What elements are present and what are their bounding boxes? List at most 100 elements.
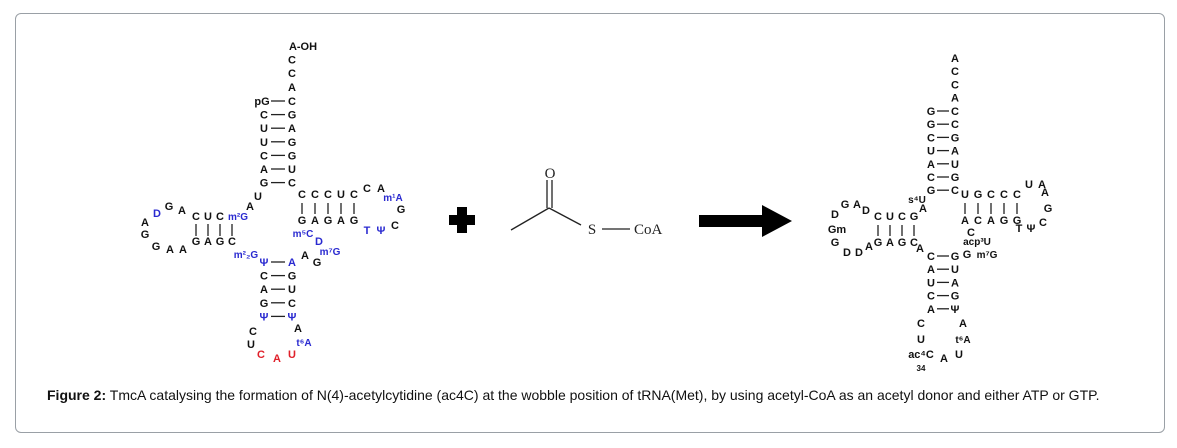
nucleotide-label: U [247, 339, 255, 351]
caption-text: TmcA catalysing the formation of N(4)-ac… [106, 387, 1100, 403]
plus-icon [449, 207, 475, 233]
nucleotide-label: C [951, 185, 959, 197]
nucleotide-label: U [886, 211, 894, 223]
nucleotide-label: G [1044, 203, 1053, 215]
nucleotide-label: G [1000, 215, 1009, 227]
nucleotide-label: Ψ [288, 311, 297, 323]
nucleotide-label: C [974, 215, 982, 227]
nucleotide-label: C [951, 106, 959, 118]
nucleotide-label: A [337, 215, 345, 227]
anticodon-base-label: A [273, 353, 281, 365]
nucleotide-label: A [940, 353, 948, 365]
nucleotide-label: C [260, 271, 268, 283]
nucleotide-label: C [324, 189, 332, 201]
nucleotide-label: C [228, 236, 236, 248]
nucleotide-label: U [927, 146, 935, 158]
nucleotide-label: U [917, 334, 925, 346]
nucleotide-label: U [955, 349, 963, 361]
nucleotide-label: A [853, 199, 861, 211]
nucleotide-label: Ψ [260, 257, 269, 269]
nucleotide-label: A [886, 237, 894, 249]
nucleotide-label: G [974, 189, 983, 201]
terminus-label: A-OH [289, 41, 317, 53]
nucleotide-label: A [260, 164, 268, 176]
nucleotide-label: U [927, 277, 935, 289]
nucleotide-label: A [294, 323, 302, 335]
nucleotide-label: C [363, 183, 371, 195]
nucleotide-label: A [959, 318, 967, 330]
nucleotide-label: A [179, 244, 187, 256]
nucleotide-label: C [192, 211, 200, 223]
reaction-arrow-icon [699, 205, 792, 237]
nucleotide-label: G [313, 257, 322, 269]
modified-nucleotide-label: m⁷G [977, 250, 998, 261]
oxygen-label: O [545, 166, 556, 182]
nucleotide-label: C [288, 68, 296, 80]
nucleotide-label: C [898, 211, 906, 223]
nucleotide-label: U [951, 159, 959, 171]
nucleotide-label: G [152, 241, 161, 253]
modified-nucleotide-label: m⁵C [293, 229, 314, 240]
nucleotide-label: G [874, 237, 883, 249]
nucleotide-label: A [1038, 179, 1046, 191]
nucleotide-label: C [298, 189, 306, 201]
nucleotide-label: C [288, 298, 296, 310]
nucleotide-label: Ψ [260, 311, 269, 323]
nucleotide-label: G [260, 178, 269, 190]
nucleotide-label: G [165, 201, 174, 213]
nucleotide-label: A [927, 304, 935, 316]
nucleotide-label: C [1039, 217, 1047, 229]
figure-frame [15, 13, 1165, 433]
nucleotide-label: G [260, 298, 269, 310]
nucleotide-label: C [288, 178, 296, 190]
nucleotide-label: G [951, 251, 960, 263]
modified-nucleotide-label: m²₂G [234, 250, 259, 261]
nucleotide-label: D [855, 247, 863, 259]
nucleotide-label: A [951, 277, 959, 289]
nucleotide-label: C [311, 189, 319, 201]
nucleotide-label: C [249, 326, 257, 338]
nucleotide-label: A [987, 215, 995, 227]
nucleotide-label: G [898, 237, 907, 249]
nucleotide-label: G [298, 215, 307, 227]
modified-nucleotide-label: m¹A [383, 193, 402, 204]
nucleotide-label: C [927, 132, 935, 144]
nucleotide-label: G [288, 137, 297, 149]
nucleotide-label: C [260, 150, 268, 162]
nucleotide-label: C [951, 66, 959, 78]
figure-caption: Figure 2: TmcA catalysing the formation … [47, 386, 1147, 404]
nucleotide-label: D [843, 247, 851, 259]
nucleotide-label: G [831, 237, 840, 249]
nucleotide-label: C [391, 220, 399, 232]
nucleotide-label: A [288, 123, 296, 135]
nucleotide-label: G [324, 215, 333, 227]
nucleotide-label: U [951, 264, 959, 276]
nucleotide-label: A [927, 264, 935, 276]
nucleotide-label: U [337, 189, 345, 201]
nucleotide-label: A [178, 205, 186, 217]
nucleotide-label: Ψ [377, 225, 386, 237]
nucleotide-label: C [951, 79, 959, 91]
nucleotide-label: C [288, 55, 296, 67]
nucleotide-label: C [910, 237, 918, 249]
modified-nucleotide-label: m⁷G [320, 247, 341, 258]
nucleotide-label: A [951, 53, 959, 65]
modified-nucleotide-label: s⁴U [908, 195, 926, 206]
nucleotide-label: A [260, 284, 268, 296]
nucleotide-label: D [862, 205, 870, 217]
nucleotide-label: D [153, 208, 161, 220]
nucleotide-label: G [927, 119, 936, 131]
nucleotide-label: G [192, 236, 201, 248]
nucleotide-label: C [927, 291, 935, 303]
nucleotide-label: C [260, 110, 268, 122]
nucleotide-label: U [260, 123, 268, 135]
nucleotide-label: G [1013, 215, 1022, 227]
nucleotide-label: G [951, 291, 960, 303]
modified-nucleotide-label: m²G [228, 212, 248, 223]
position-number-label: 34 [917, 364, 926, 373]
nucleotide-label: G [951, 132, 960, 144]
nucleotide-label: D [315, 236, 323, 248]
